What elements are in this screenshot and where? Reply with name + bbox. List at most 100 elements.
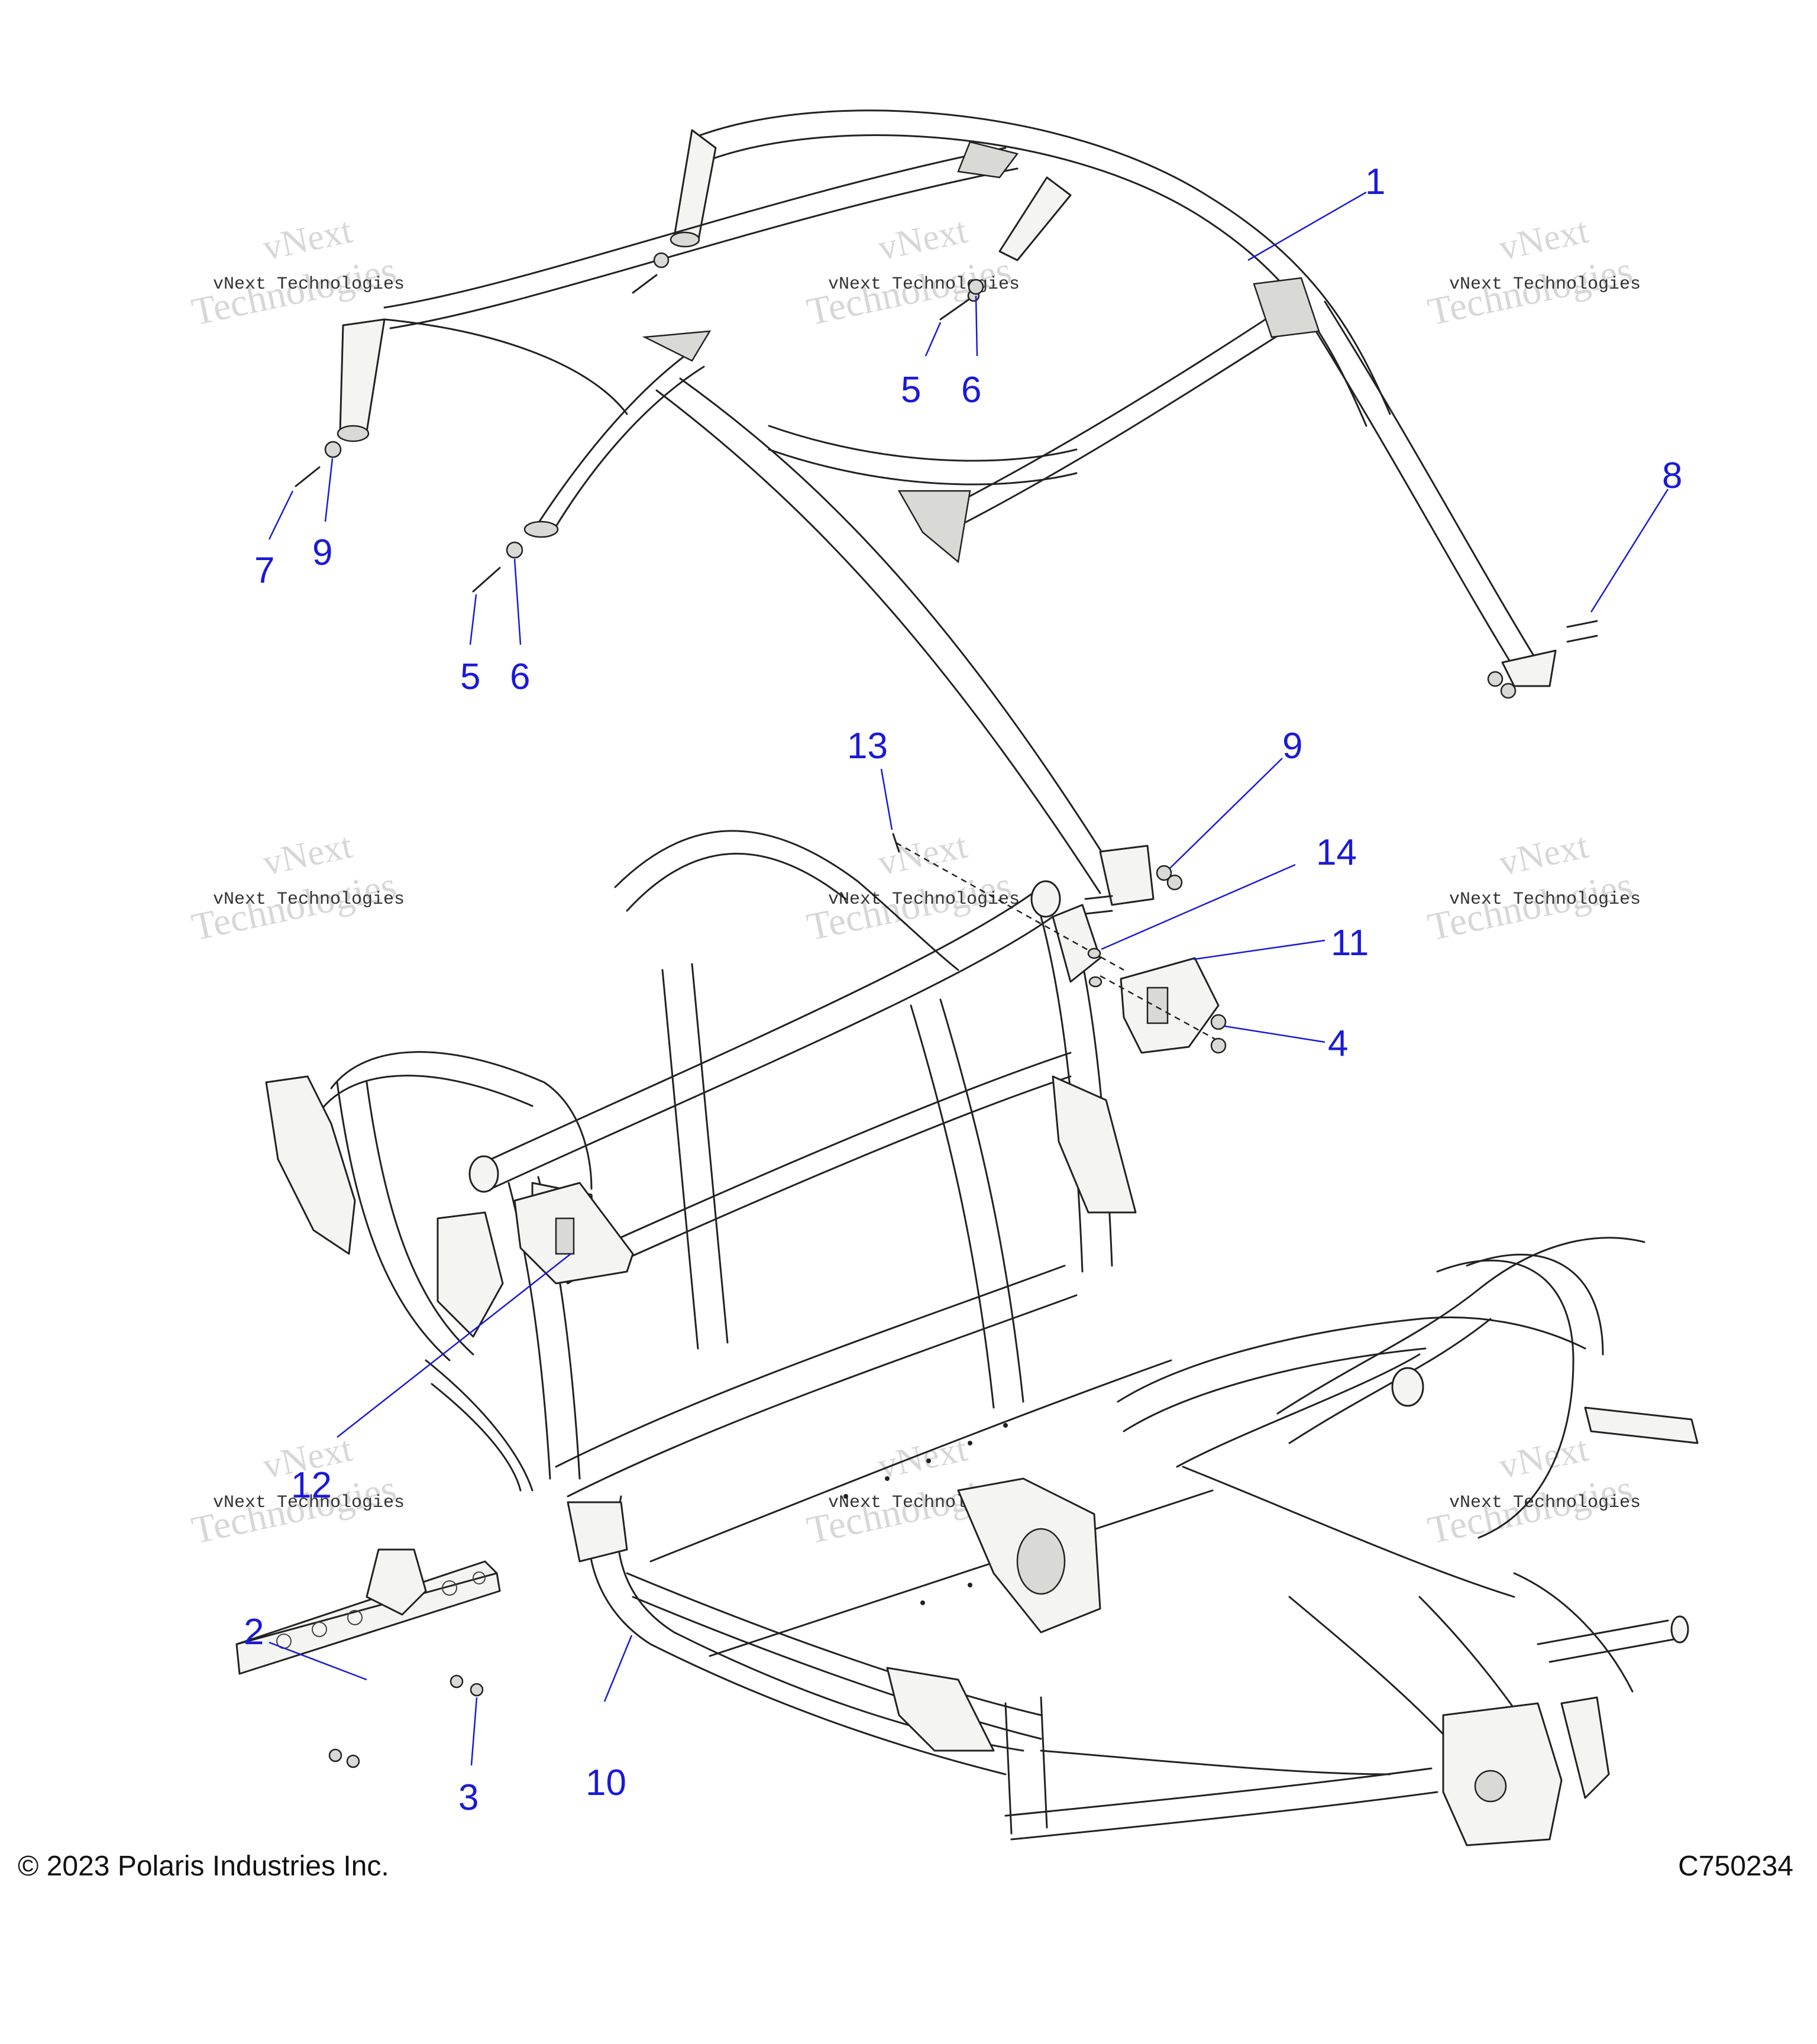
nut: [1166, 874, 1183, 891]
bolt-13: [892, 833, 900, 853]
leader-4: [1224, 1025, 1325, 1043]
leader-1: [1247, 191, 1367, 261]
watermark: vNext Technologies vNext Technologies: [803, 211, 1020, 334]
screw-3: [450, 1674, 464, 1689]
watermark-text: vNext Technologies: [213, 890, 405, 910]
leader-10: [603, 1635, 633, 1702]
watermark: vNext Technologies vNext Technologies: [188, 211, 405, 334]
copyright-notice: © 2023 Polaris Industries Inc.: [18, 1851, 389, 1882]
watermark-text: vNext Technologies: [1449, 1493, 1641, 1513]
washer-14: [1087, 947, 1101, 959]
leader-8: [1590, 489, 1669, 613]
bolt: [632, 274, 658, 294]
watermarks: vNext Technologies vNext Technologies vN…: [188, 211, 1641, 1553]
leader-3: [470, 1697, 478, 1766]
tube-end: [1391, 1367, 1424, 1407]
nut-4: [1210, 1037, 1227, 1054]
tube-end: [1030, 880, 1061, 918]
bolt-path: [895, 842, 1124, 971]
bracket-plate: [437, 1211, 504, 1338]
post-foot: [523, 520, 559, 538]
watermark: vNext Technologies vNext Technologies: [803, 826, 1020, 949]
bracket-2-cradle: [366, 1548, 427, 1616]
callout-2: 2: [244, 1612, 264, 1652]
leader-11: [1193, 939, 1325, 960]
cage-gusset: [957, 141, 1019, 179]
bolt: [472, 567, 501, 593]
leader-5a: [924, 322, 942, 357]
watermark-text: vNext Technologies: [828, 274, 1020, 295]
leader-2: [269, 1641, 367, 1681]
post-foot: [337, 425, 370, 442]
fasteners-top: [295, 252, 1598, 699]
mount-brackets: [513, 833, 1227, 1285]
callout-8: 8: [1662, 455, 1682, 496]
screw-3: [346, 1754, 360, 1768]
callout-14: 14: [1316, 832, 1357, 873]
bracket-11: [1120, 957, 1220, 1054]
watermark-text: vNext Technologies: [1449, 274, 1641, 295]
callout-9: 9: [312, 532, 332, 573]
callout-4: 4: [1328, 1023, 1348, 1064]
watermark-text: vNext Technologies: [1449, 890, 1641, 910]
callout-13: 13: [847, 726, 888, 767]
bracket-2: [235, 1548, 501, 1768]
cage-gusset: [897, 490, 971, 564]
leader-6a: [975, 295, 978, 357]
watermark: vNext Technologies vNext Technologies: [1424, 211, 1641, 334]
bracket-hole: [442, 1580, 457, 1596]
leader-lines: [268, 191, 1669, 1766]
bracket-slot: [1146, 987, 1169, 1024]
roll-cage: [337, 109, 1557, 906]
hub: [1474, 1770, 1507, 1803]
screw-3: [328, 1748, 342, 1762]
callout-9: 9: [1282, 726, 1302, 767]
callout-6: 6: [510, 656, 530, 697]
nut: [1156, 865, 1172, 881]
leader-6b: [513, 558, 522, 645]
leader-7: [268, 490, 294, 540]
leader-9b: [1169, 758, 1283, 869]
watermark-text: vNext Technologies: [213, 1493, 405, 1513]
bolt: [295, 466, 321, 487]
bracket-hole: [347, 1610, 363, 1625]
floor-bracket: [567, 1501, 628, 1563]
bolt: [1084, 895, 1113, 900]
bracket-hole: [473, 1571, 486, 1584]
callout-5: 5: [460, 656, 480, 697]
cage-gusset: [642, 330, 712, 362]
callout-1: 1: [1365, 161, 1385, 202]
callout-12: 12: [291, 1465, 332, 1506]
watermark-text: vNext Technologies: [213, 274, 405, 295]
watermark: vNext Technologies vNext Technologies: [1424, 826, 1641, 949]
leader-5b: [469, 594, 477, 645]
bolt: [1566, 635, 1598, 643]
nut: [653, 252, 670, 269]
leader-12: [337, 1253, 571, 1438]
rear-knuckle: [1442, 1702, 1563, 1846]
front-bracket: [886, 1667, 995, 1752]
callout-10: 10: [586, 1762, 626, 1803]
bolt: [1084, 910, 1113, 915]
leader-13: [880, 768, 893, 830]
pillar-bracket: [1052, 1075, 1137, 1214]
leader-9a: [324, 458, 334, 522]
watermark-text: vNext Technologies: [828, 890, 1020, 910]
axle-end: [1670, 1615, 1689, 1644]
cage-gusset: [1253, 277, 1320, 338]
washer-14: [1088, 976, 1103, 988]
callout-7: 7: [254, 550, 274, 591]
bolt: [939, 297, 971, 321]
bracket-slot: [555, 1217, 575, 1255]
watermark: vNext Technologies vNext Technologies: [1424, 1429, 1641, 1553]
figure-code: C750234: [1678, 1851, 1793, 1882]
watermark: vNext Technologies vNext Technologies: [188, 826, 405, 949]
callout-11: 11: [1331, 923, 1369, 963]
bracket-hole: [312, 1622, 327, 1637]
bolt: [1566, 620, 1598, 628]
plate-cutout: [1016, 1528, 1066, 1595]
post-foot: [670, 231, 700, 248]
leader-14: [1101, 863, 1296, 950]
bolt-path: [1100, 975, 1219, 1042]
